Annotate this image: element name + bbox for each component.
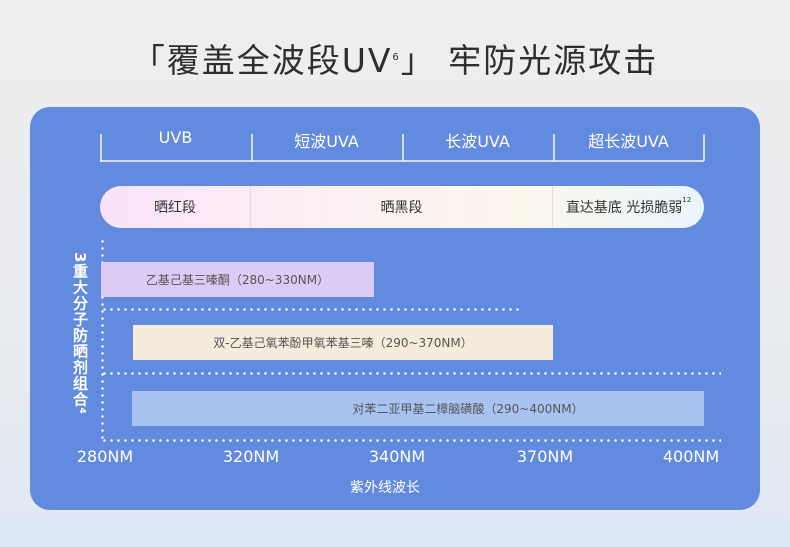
y-axis-label: 3重大分子防晒剂组合⁴ (71, 252, 89, 416)
x-tick: 320NM (222, 447, 280, 466)
grid-dotted (101, 372, 721, 375)
segment-tanning: 晒黑段 (251, 186, 553, 228)
title-main: 「覆盖全波段UV (131, 41, 393, 80)
band-tick (100, 134, 102, 161)
page-title: 「覆盖全波段UV6」 牢防光源攻击 (0, 34, 790, 82)
band-short-uva: 短波UVA (294, 132, 359, 151)
bar-ecamsule: 对苯二亚甲基二樟脑磺酸（290~400NM） (132, 391, 704, 426)
x-tick: 280NM (76, 447, 134, 466)
segment-erythema: 晒红段 (100, 186, 251, 228)
bar-label: 对苯二亚甲基二樟脑磺酸（290~400NM） (352, 402, 584, 416)
band-tick (703, 134, 705, 161)
bar-ethylhexyl-triazone: 乙基己基三嗪酮（280~330NM） (101, 262, 374, 297)
segment-label: 直达基底 光损脆弱 (565, 200, 683, 216)
y-axis-dotted (101, 238, 104, 443)
band-uvb: UVB (158, 128, 193, 147)
x-axis-label: 紫外线波长 (350, 480, 420, 496)
band-tick (553, 134, 555, 161)
x-tick: 400NM (662, 447, 720, 466)
band-tick (251, 134, 253, 161)
x-tick: 340NM (368, 447, 426, 466)
band-ultra-long-uva: 超长波UVA (588, 132, 669, 151)
bar-bemotrizinol: 双-乙基己氧苯酚甲氧苯基三嗪（290~370NM） (133, 325, 553, 360)
band-long-uva: 长波UVA (445, 132, 510, 151)
bar-label: 乙基己基三嗪酮（280~330NM） (145, 273, 330, 287)
segment-label: 晒黑段 (380, 200, 423, 216)
bar-label: 双-乙基己氧苯酚甲氧苯基三嗪（290~370NM） (213, 336, 473, 350)
band-tick (402, 134, 404, 161)
segment-footnote: 12 (682, 196, 692, 204)
x-axis-dotted (101, 439, 721, 442)
x-tick: 370NM (516, 447, 574, 466)
grid-dotted (101, 308, 523, 311)
title-footnote: 6 (392, 52, 401, 63)
segment-label: 晒红段 (154, 200, 196, 216)
title-rest: 」 牢防光源攻击 (400, 41, 659, 80)
